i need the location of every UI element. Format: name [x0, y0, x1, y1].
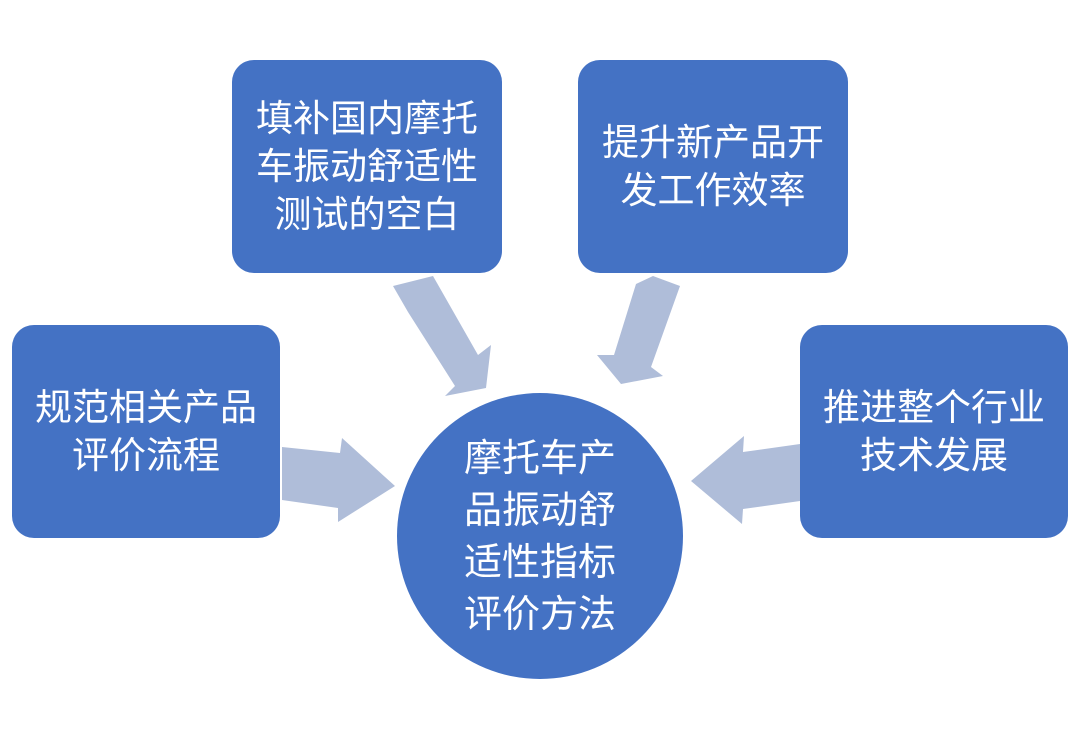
- box-improve-efficiency-label: 提升新产品开 发工作效率: [602, 120, 824, 212]
- arrow-from-top-right: [597, 276, 680, 384]
- box-advance-industry-label: 推进整个行业 技术发展: [823, 385, 1045, 477]
- center-circle-label: 摩托车产 品振动舒 适性指标 评价方法: [463, 436, 616, 636]
- arrow-from-top-left: [393, 276, 491, 396]
- box-standardize-process: 规范相关产品 评价流程: [12, 325, 280, 538]
- box-advance-industry: 推进整个行业 技术发展: [800, 325, 1068, 538]
- arrow-from-right: [691, 436, 800, 524]
- center-circle: 摩托车产 品振动舒 适性指标 评价方法: [397, 393, 683, 679]
- arrow-from-left: [282, 438, 395, 522]
- box-improve-efficiency: 提升新产品开 发工作效率: [578, 60, 848, 273]
- box-standardize-process-label: 规范相关产品 评价流程: [35, 385, 257, 477]
- box-fill-domestic-gap-label: 填补国内摩托 车振动舒适性 测试的空白: [256, 96, 478, 236]
- box-fill-domestic-gap: 填补国内摩托 车振动舒适性 测试的空白: [232, 60, 502, 273]
